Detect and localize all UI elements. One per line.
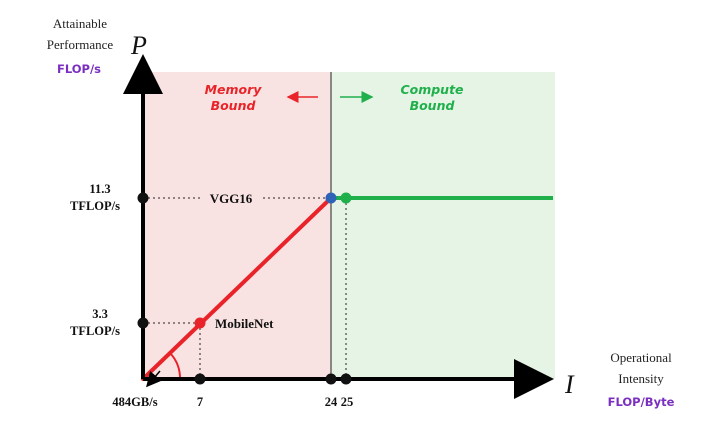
x-axis-caption-line2: Intensity xyxy=(618,371,664,386)
mobilenet-label: MobileNet xyxy=(215,316,274,331)
slope-label: 484GB/s xyxy=(112,395,157,409)
y-tick-high-value: 11.3 xyxy=(89,182,110,196)
vgg16-label: VGG16 xyxy=(210,191,253,206)
y-axis-caption-line2: Performance xyxy=(47,37,114,52)
y-axis-caption-line1: Attainable xyxy=(53,16,107,31)
x-tick-24: 24 xyxy=(325,395,338,409)
x-tick-7: 7 xyxy=(197,395,203,409)
mobilenet-point xyxy=(194,317,206,329)
x-axis-symbol: I xyxy=(564,370,575,399)
x-axis-caption-line1: Operational xyxy=(610,350,672,365)
vgg16-label-backdrop xyxy=(202,189,260,207)
vgg16-point xyxy=(340,192,352,204)
x-tick-dot-7 xyxy=(194,373,206,385)
x-tick-dot-24 xyxy=(325,373,337,385)
memory-roof-line xyxy=(141,196,333,381)
y-axis-unit: FLOP/s xyxy=(57,62,101,76)
x-axis-unit: FLOP/Byte xyxy=(608,395,675,409)
y-tick-dot-high xyxy=(137,192,149,204)
compute-bound-label-line1: Compute xyxy=(400,82,463,97)
y-axis-symbol: P xyxy=(130,31,147,60)
slope-pointer-arrow xyxy=(146,370,162,388)
memory-bound-label-line2: Bound xyxy=(211,98,257,113)
y-tick-low-unit: TFLOP/s xyxy=(70,324,120,338)
ridge-point xyxy=(325,192,337,204)
compute-bound-label-line2: Bound xyxy=(410,98,456,113)
y-tick-dot-low xyxy=(137,317,149,329)
y-tick-high-unit: TFLOP/s xyxy=(70,199,120,213)
x-tick-dot-25 xyxy=(340,373,352,385)
compute-bound-region xyxy=(331,72,555,379)
x-tick-25: 25 xyxy=(341,395,354,409)
memory-bound-label-line1: Memory xyxy=(205,82,263,97)
y-tick-low-value: 3.3 xyxy=(92,307,108,321)
